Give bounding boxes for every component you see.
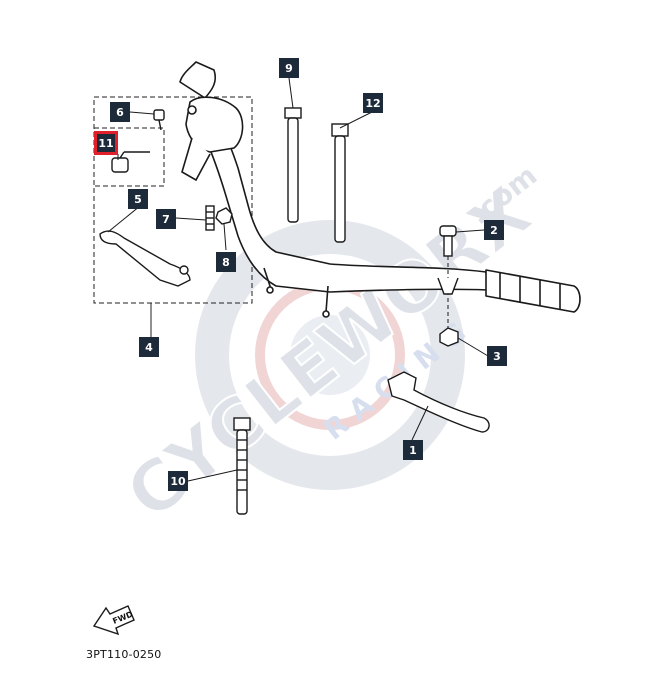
part-12-cable-tie: [331, 123, 349, 243]
left-perch: [181, 96, 244, 182]
callout-6[interactable]: 6: [110, 102, 130, 122]
callout-9[interactable]: 9: [279, 58, 299, 78]
leader-lines: [107, 77, 489, 482]
callout-2[interactable]: 2: [484, 220, 504, 240]
group-box-upper: [93, 96, 253, 304]
part-9-cable-tie: [284, 107, 302, 223]
callout-3[interactable]: 3: [487, 346, 507, 366]
callout-10[interactable]: 10: [168, 471, 188, 491]
part-3-nut: [439, 327, 459, 347]
callout-11[interactable]: 11: [94, 131, 118, 155]
part-6-screw: [153, 109, 165, 131]
part-5-lever: [99, 230, 191, 287]
callout-4[interactable]: 4: [139, 337, 159, 357]
diagram-code: 3PT110-0250: [86, 648, 162, 661]
part-8-nut: [215, 207, 233, 225]
callout-8[interactable]: 8: [216, 252, 236, 272]
part-7-bolt: [205, 205, 215, 231]
handlebar: [179, 61, 581, 318]
part-1-lever: [387, 371, 490, 433]
watermark: CYCLEWORX RACING .com: [110, 159, 547, 537]
part-10-cable-tie: [233, 417, 251, 515]
callout-12[interactable]: 12: [363, 93, 383, 113]
fwd-arrow-icon: FWD: [92, 605, 135, 636]
callout-1[interactable]: 1: [403, 440, 423, 460]
group-box-inner: [94, 127, 165, 187]
callout-7[interactable]: 7: [156, 209, 176, 229]
right-perch: [437, 277, 459, 295]
part-11-adjuster: [111, 151, 150, 173]
callout-5[interactable]: 5: [128, 189, 148, 209]
